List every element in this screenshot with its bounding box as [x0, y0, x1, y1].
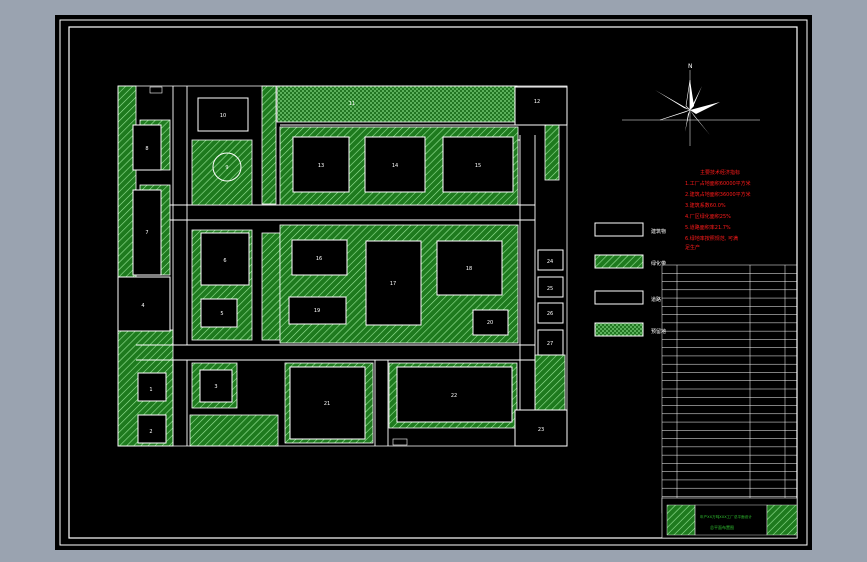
title-line-1: 年产XX万吨XXX工厂总平面设计 — [700, 514, 752, 519]
label-b20: 20 — [487, 320, 493, 326]
notes-line-2: 2.建筑占地面积36000平方米 — [685, 191, 751, 198]
building-28 — [289, 366, 366, 440]
legend-swatch-reserve — [594, 322, 644, 337]
label-b9: 9 — [225, 165, 228, 171]
building-23 — [442, 136, 514, 193]
label-b4: 4 — [141, 303, 144, 309]
label-b23: 23 — [538, 427, 544, 433]
label-b21: 21 — [324, 401, 330, 407]
green-belt-east-strip — [544, 124, 560, 181]
north-gate — [149, 86, 163, 94]
legend-label-green: 绿化带 — [651, 260, 666, 267]
label-b26: 26 — [547, 311, 553, 317]
title-block: 年产XX万吨XXX工厂总平面设计 总平面布置图 — [661, 497, 798, 539]
building-39 — [199, 369, 233, 403]
north-label: N — [688, 63, 693, 70]
site-plan: 1 2 3 4 5 6 7 8 9 10 11 12 13 14 15 16 1… — [117, 85, 568, 447]
notes-line-0: 主要技术经济指标 — [700, 169, 740, 176]
label-b6: 6 — [223, 258, 226, 264]
building-44 — [537, 302, 564, 324]
building-25 — [365, 240, 422, 326]
building-27 — [288, 296, 347, 325]
label-b12: 12 — [534, 99, 540, 105]
label-b24: 24 — [547, 259, 553, 265]
building-40 — [514, 86, 568, 126]
notes-line-7: 足生产 — [685, 244, 700, 251]
green-belt-central-north — [261, 85, 277, 205]
label-b1: 1 — [149, 387, 152, 393]
label-b5: 5 — [220, 311, 223, 317]
green-belt-south — [189, 414, 279, 447]
legend-swatch-road — [594, 290, 644, 305]
building-33 — [197, 97, 249, 132]
building-36 — [117, 276, 171, 332]
notes-line-5: 5.道路面积率21.7% — [685, 224, 731, 231]
site-plan-drawing: 1 2 3 4 5 6 7 8 9 10 11 12 13 14 15 16 1… — [59, 19, 808, 546]
building-29 — [396, 366, 513, 423]
building-30 — [472, 309, 509, 336]
label-b16: 16 — [316, 256, 322, 262]
building-34 — [132, 124, 162, 171]
notes-line-1: 1.工厂占地面积60000平方米 — [685, 180, 751, 187]
label-b22: 22 — [451, 393, 457, 399]
building-26 — [436, 240, 503, 296]
label-b7: 7 — [145, 230, 148, 236]
label-b25: 25 — [547, 286, 553, 292]
building-35 — [132, 189, 162, 276]
label-b15: 15 — [475, 163, 481, 169]
notes-line-3: 3.建筑系数60.0% — [685, 202, 726, 209]
title-line-2: 总平面布置图 — [710, 524, 734, 530]
building-24 — [291, 239, 348, 276]
green-belt-north — [276, 85, 518, 123]
building-38 — [137, 414, 167, 444]
technical-notes: 主要技术经济指标 1.工厂占地面积60000平方米 2.建筑占地面积36000平… — [685, 169, 751, 251]
label-b11: 11 — [349, 101, 355, 107]
building-21 — [292, 136, 350, 193]
notes-line-4: 4.厂区绿化面积25% — [685, 213, 731, 220]
building-43 — [537, 276, 564, 298]
label-b8: 8 — [145, 146, 148, 152]
label-b2: 2 — [149, 429, 152, 435]
building-32 — [200, 298, 238, 328]
building-22 — [364, 136, 426, 193]
north-arrow-icon: N — [622, 63, 760, 146]
legend-label-building: 建筑物 — [651, 228, 666, 235]
legend-label-reserve: 预留地 — [651, 328, 666, 335]
building-31 — [200, 232, 250, 286]
legend-label-road: 道路 — [651, 296, 661, 303]
building-45 — [537, 329, 564, 356]
green-belt-southeast — [534, 354, 566, 411]
label-b27: 27 — [547, 341, 553, 347]
label-b10: 10 — [220, 113, 226, 119]
building-schedule-table — [661, 264, 798, 514]
south-gate — [392, 438, 408, 446]
circular-tank — [212, 152, 242, 182]
label-b13: 13 — [318, 163, 324, 169]
green-belt-central-west — [261, 232, 281, 341]
legend-swatch-green — [594, 254, 644, 269]
outer-frame — [59, 19, 808, 546]
building-42 — [537, 249, 564, 271]
label-b18: 18 — [466, 266, 472, 272]
label-b3: 3 — [214, 384, 217, 390]
building-41 — [514, 409, 568, 447]
legend-swatch-building — [594, 222, 644, 237]
notes-line-6: 6.绿地率按照规范, 可满 — [685, 235, 738, 242]
drawing-sheet: 1 2 3 4 5 6 7 8 9 10 11 12 13 14 15 16 1… — [55, 15, 812, 550]
label-b14: 14 — [392, 163, 398, 169]
building-37 — [137, 372, 167, 402]
label-b19: 19 — [314, 308, 320, 314]
legend: 建筑物 绿化带 道路 预留地 — [594, 222, 666, 337]
label-b17: 17 — [390, 281, 396, 287]
